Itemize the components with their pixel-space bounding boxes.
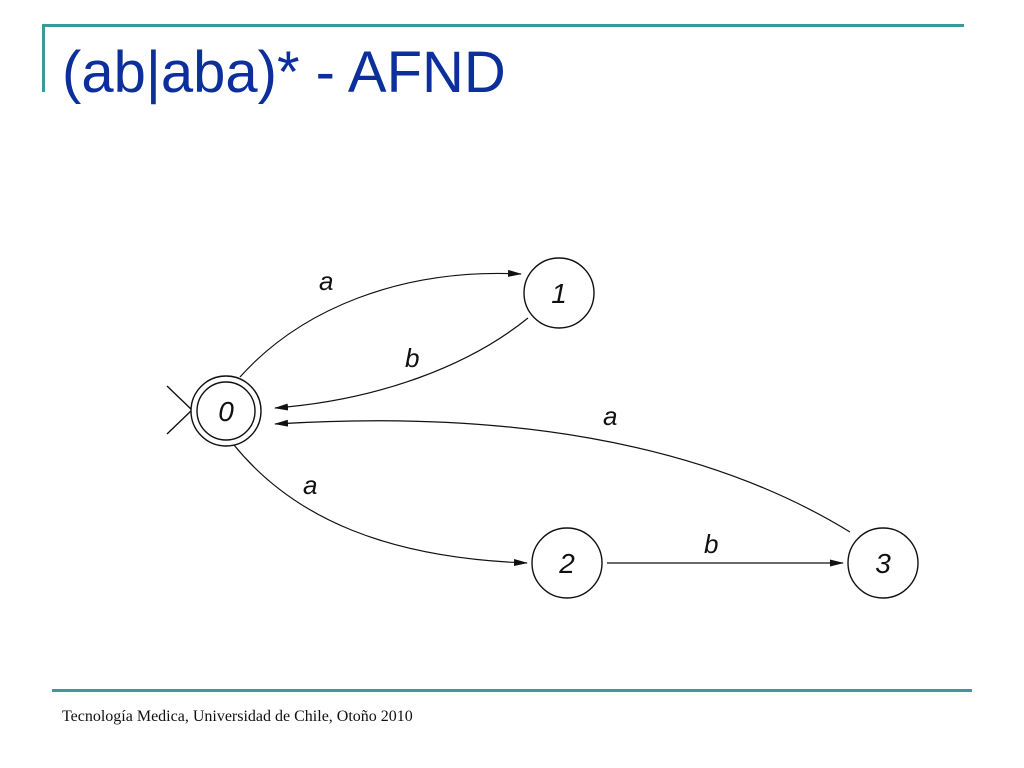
slide-footer: Tecnología Medica, Universidad de Chile,…: [62, 708, 413, 725]
transition-0-to-2: [233, 444, 528, 567]
transition-label-0-to-2: a: [303, 470, 317, 500]
transition-0-to-1: [239, 269, 522, 378]
state-label-2: 2: [558, 548, 575, 579]
transition-1-to-0: [274, 317, 529, 411]
state-label-1: 1: [551, 278, 567, 309]
transition-label-3-to-0: a: [603, 401, 617, 431]
state-label-3: 3: [875, 548, 891, 579]
start-indicator: [166, 385, 194, 435]
transition-label-1-to-0: b: [405, 343, 419, 373]
transition-label-0-to-1: a: [319, 266, 333, 296]
state-3: 3: [847, 527, 919, 599]
footer-rule: [52, 689, 972, 692]
state-1: 1: [523, 257, 595, 329]
transition-label-2-to-3: b: [704, 529, 718, 559]
state-label-0: 0: [218, 396, 234, 427]
top-frame-rule: [42, 24, 964, 27]
state-0: 0: [190, 375, 262, 447]
left-frame-rule: [42, 26, 45, 92]
slide-title: (ab|aba)* - AFND: [62, 40, 506, 105]
transition-3-to-0: [274, 419, 851, 533]
state-2: 2: [531, 527, 603, 599]
